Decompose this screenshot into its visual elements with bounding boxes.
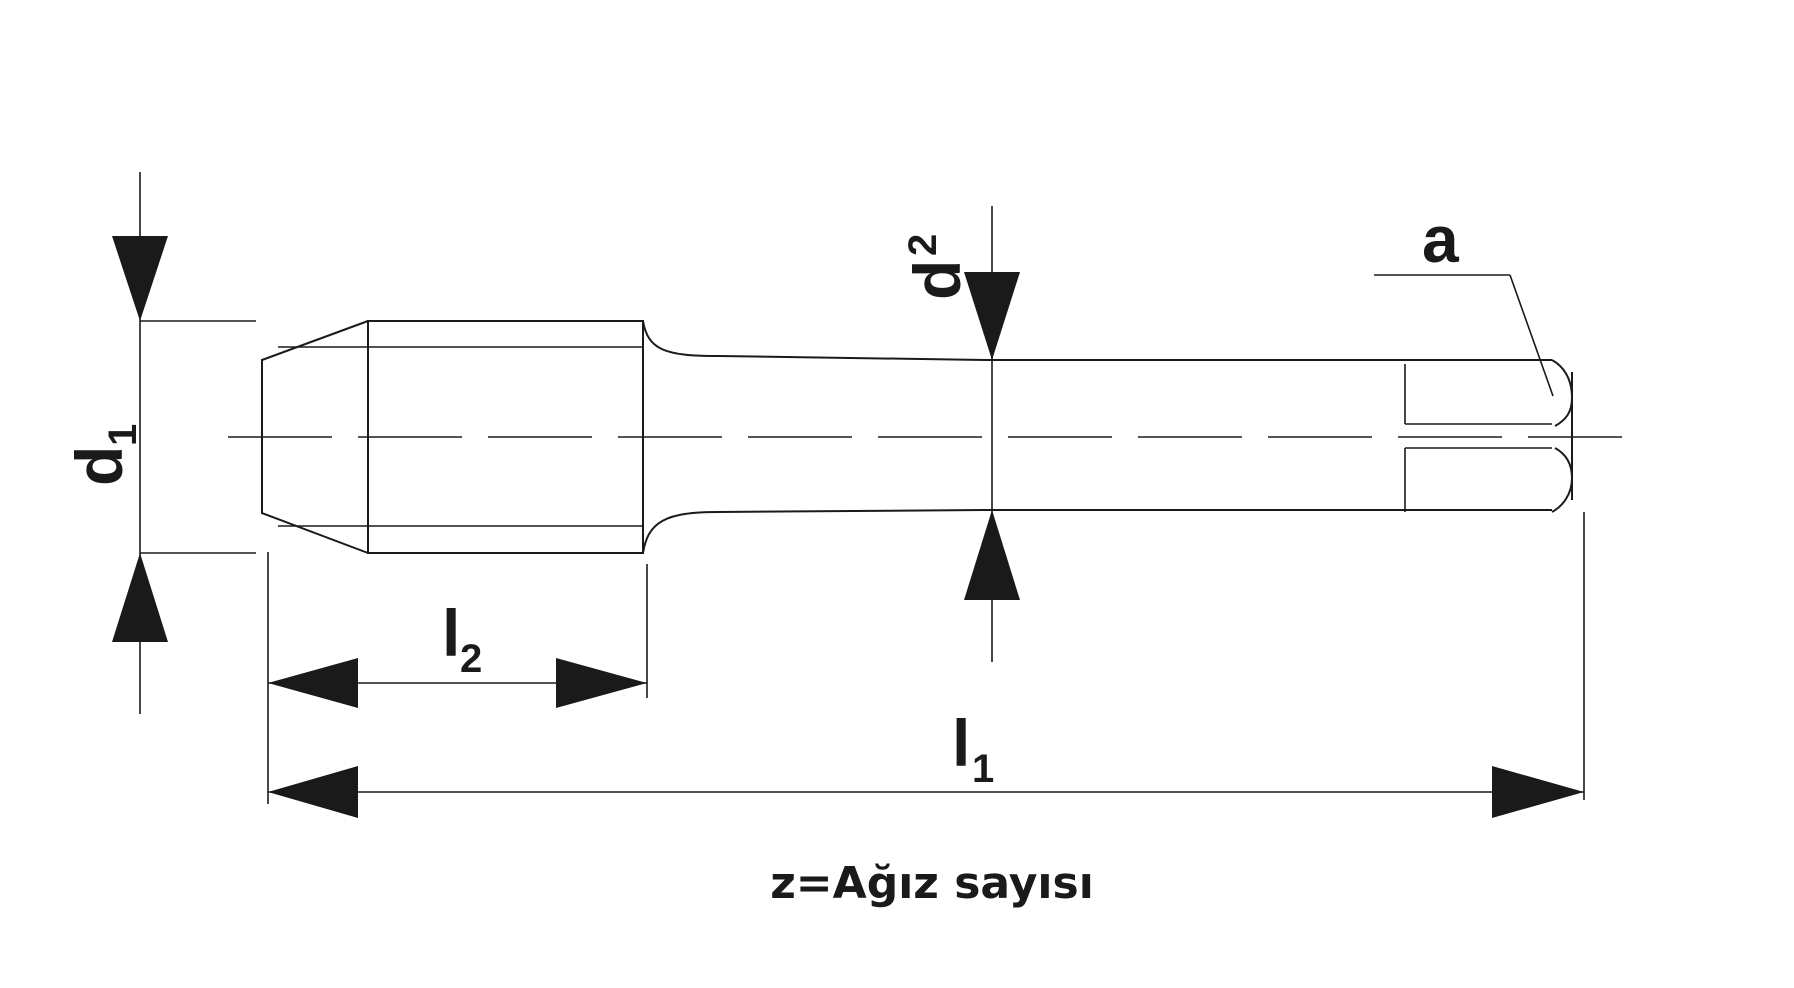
d2-arrow-bottom [964,510,1020,600]
neck-fillet-top [642,320,986,361]
a-callout: a [1374,202,1554,397]
l1-arrow-right [1492,766,1584,818]
l2-arrow-right [556,658,647,708]
end-curve-top [1551,359,1574,427]
d1-subscript: 1 [101,424,145,446]
a-label: a [1422,202,1460,276]
d2-dimension: d 2 [900,206,1020,662]
d1-dimension: d 1 [62,172,256,714]
l2-arrow-left [268,658,358,708]
l2-dimension: l 2 [267,552,648,804]
d2-arrow-top [964,272,1020,360]
caption: z=Ağız sayısı [770,858,1094,909]
d1-arrow-bottom [112,553,168,642]
d2-subscript: 2 [901,234,945,256]
tap-outline [261,320,1574,554]
l2-subscript: 2 [460,637,482,681]
l1-label: l [952,706,970,780]
l1-dimension: l 1 [268,512,1585,818]
d2-label: d [900,260,974,300]
l1-subscript: 1 [972,747,994,791]
end-curve-bottom [1551,447,1574,513]
d1-arrow-top [112,236,168,321]
a-leader-diagonal [1509,274,1554,397]
l1-arrow-left [268,766,358,818]
neck-fillet-bottom [642,509,986,554]
l2-label: l [442,596,460,670]
d1-label: d [62,446,136,486]
